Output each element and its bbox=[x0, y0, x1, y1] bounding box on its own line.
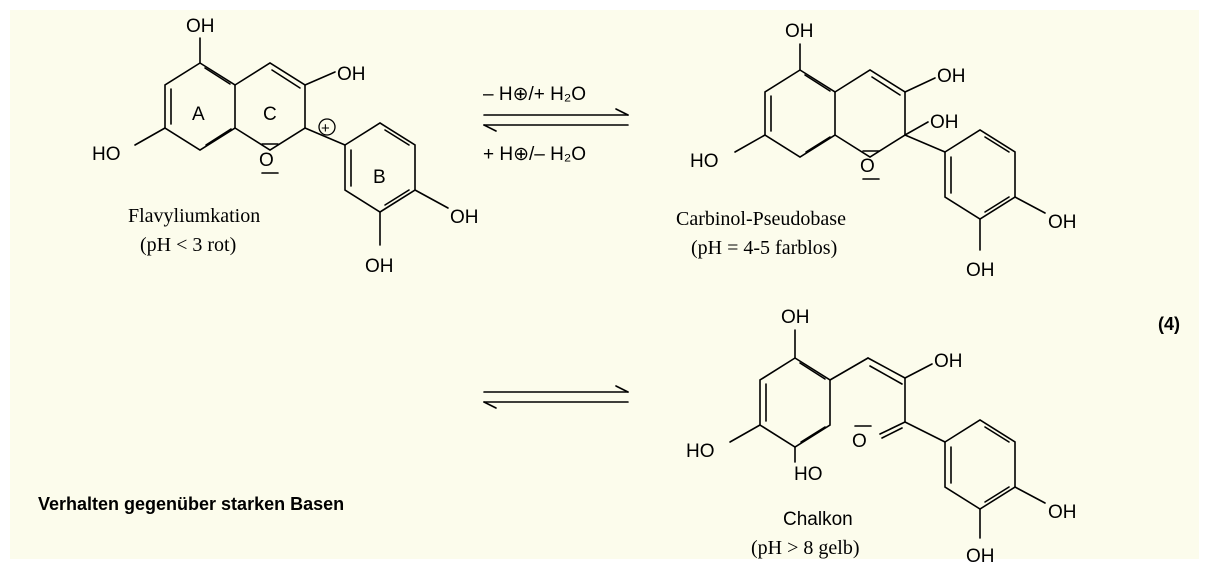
carbinol-ho-left: HO bbox=[690, 151, 719, 172]
figure-background bbox=[10, 10, 1199, 559]
flavylium-oh-top: OH bbox=[186, 16, 215, 37]
chalkon-ho-left: HO bbox=[686, 441, 715, 462]
carbinol-oh-3p: OH bbox=[966, 260, 995, 281]
chalkon-structure bbox=[729, 329, 1046, 539]
plus-charge-sign: + bbox=[321, 120, 330, 137]
chalkon-oh-top: OH bbox=[781, 307, 810, 328]
carbinol-oh-top: OH bbox=[785, 21, 814, 42]
chalkon-oh-enol: OH bbox=[934, 351, 963, 372]
flavylium-oh-3p: OH bbox=[365, 256, 394, 277]
carbinol-structure bbox=[734, 43, 1046, 251]
chalkon-ho-bottom: HO bbox=[794, 464, 823, 485]
flavylium-ring-oxygen: O bbox=[259, 150, 274, 171]
carbinol-oh-4p: OH bbox=[1048, 212, 1077, 233]
carbinol-oh-2: OH bbox=[930, 112, 959, 133]
flavylium-oh-3: OH bbox=[337, 64, 366, 85]
forward-conditions: – H⊕/+ H₂O bbox=[483, 84, 586, 105]
plus-charge-icon bbox=[318, 118, 336, 136]
carbinol-ring-oxygen: O bbox=[860, 156, 875, 177]
equilibrium-arrow-top bbox=[483, 108, 629, 132]
chalkon-oh-3p: OH bbox=[966, 546, 995, 567]
chalkon-condition: (pH > 8 gelb) bbox=[751, 537, 859, 559]
ring-label-c: C bbox=[263, 104, 277, 125]
flavylium-ho-left: HO bbox=[92, 144, 121, 165]
carbinol-name: Carbinol-Pseudobase bbox=[676, 208, 846, 230]
flavylium-name: Flavyliumkation bbox=[128, 205, 260, 227]
section-caption: Verhalten gegenüber starken Basen bbox=[38, 494, 344, 514]
flavylium-structure bbox=[134, 37, 449, 246]
ring-label-b: B bbox=[373, 167, 386, 188]
flavylium-oh-4p: OH bbox=[450, 207, 479, 228]
flavylium-condition: (pH < 3 rot) bbox=[140, 234, 236, 256]
ring-label-a: A bbox=[192, 104, 205, 125]
chalkon-carbonyl-oxygen: O bbox=[852, 431, 867, 452]
equation-number: (4) bbox=[1158, 314, 1180, 334]
backward-conditions: + H⊕/– H₂O bbox=[483, 144, 586, 165]
equilibrium-arrow-bottom bbox=[483, 385, 629, 409]
carbinol-oh-3: OH bbox=[937, 66, 966, 87]
carbinol-condition: (pH = 4-5 farblos) bbox=[691, 237, 837, 259]
chalkon-oh-4p: OH bbox=[1048, 502, 1077, 523]
chalkon-name: Chalkon bbox=[783, 509, 853, 530]
